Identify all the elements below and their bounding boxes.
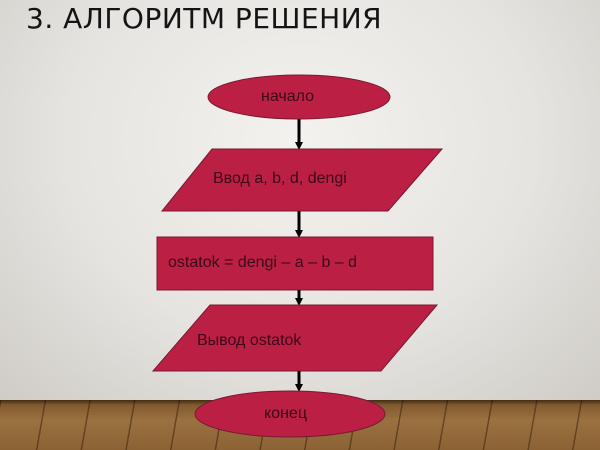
process-node-label: ostatok = dengi – a – b – d [168, 254, 358, 271]
output-node-label: Вывод ostatok [197, 332, 302, 349]
output-node-parallelogram [151, 304, 439, 372]
start-node-label: начало [261, 88, 315, 105]
end-node-label: конец [264, 405, 307, 422]
input-node-label: Ввод a, b, d, dengi [213, 170, 347, 187]
input-node-parallelogram [160, 148, 444, 212]
slide-title: 3. АЛГОРИТМ РЕШЕНИЯ [26, 2, 383, 35]
end-node-ellipse [194, 390, 386, 438]
process-node-rectangle [156, 236, 434, 291]
